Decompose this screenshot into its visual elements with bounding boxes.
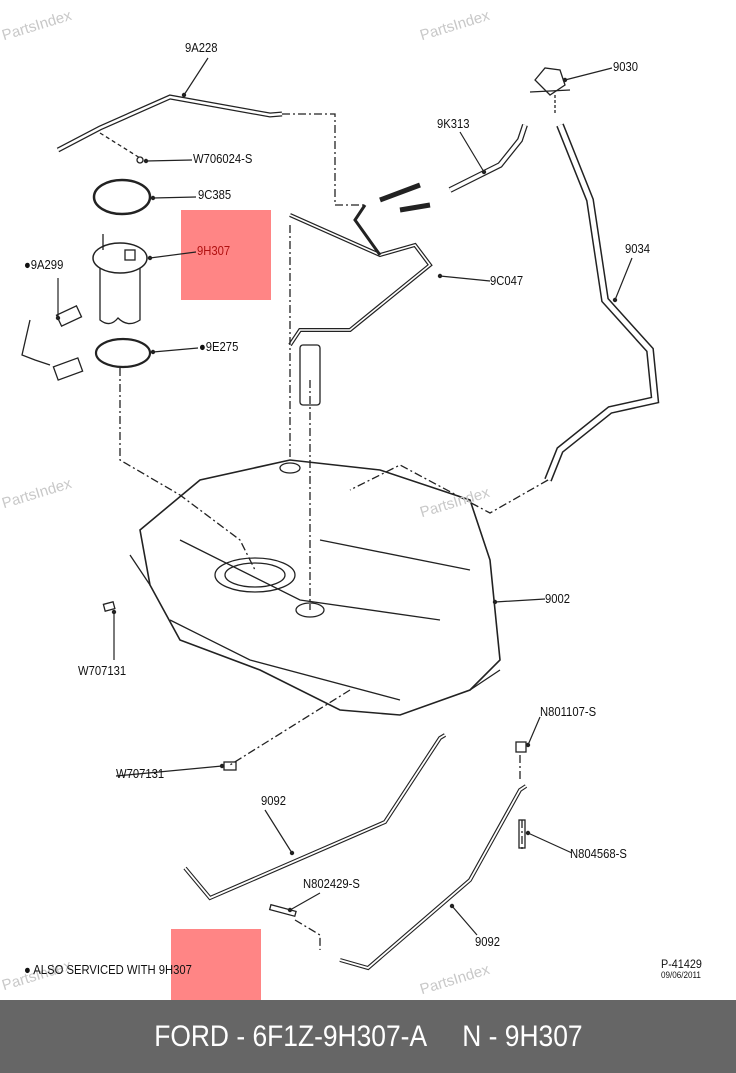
label-9092-left: 9092	[261, 794, 287, 808]
label-n804568-s: N804568-S	[570, 847, 627, 861]
label-9c385: 9C385	[198, 188, 232, 202]
strap-9092-left	[183, 733, 447, 901]
label-w706024-s: W706024-S	[193, 152, 253, 166]
label-9002: 9002	[545, 592, 571, 606]
vapor-tube-9c047	[288, 213, 433, 347]
filler-cap-9030	[529, 67, 571, 96]
label-9a299: ●9A299	[24, 258, 64, 272]
also-serviced-note: ● ALSO SERVICED WITH 9H307	[24, 963, 192, 977]
lock-ring-9c385	[92, 178, 152, 216]
label-w707131-lower: W707131	[116, 767, 165, 781]
highlight-9h307-callout	[181, 210, 271, 300]
label-w707131-upper: W707131	[78, 664, 127, 678]
fuel-system-diagram	[21, 57, 660, 971]
sender-9a299	[21, 305, 84, 381]
reference-number: P-41429	[661, 957, 702, 971]
fuel-pump-9h307	[92, 234, 148, 325]
reference-date: 09/06/2011	[661, 970, 701, 980]
highlight-note-9h307	[171, 929, 261, 1000]
label-9c047: 9C047	[490, 274, 524, 288]
fuel-tank-9002	[129, 459, 501, 716]
label-9034: 9034	[625, 242, 651, 256]
label-n802429-s: N802429-S	[303, 877, 360, 891]
fuel-line-9a228	[56, 94, 283, 153]
label-9a228: 9A228	[185, 41, 218, 55]
label-n801107-s: N801107-S	[540, 705, 597, 719]
label-9e275: ●9E275	[199, 340, 239, 354]
seal-9e275	[94, 337, 152, 369]
label-9030: 9030	[613, 60, 639, 74]
filler-pipe-9034	[544, 123, 660, 482]
part-number-text: FORD - 6F1Z-9H307-A N - 9H307	[153, 1019, 583, 1053]
label-9h307: 9H307	[197, 244, 231, 258]
part-number-footer: FORD - 6F1Z-9H307-A N - 9H307	[0, 1000, 736, 1073]
label-9k313: 9K313	[437, 117, 470, 131]
label-9092-right: 9092	[475, 935, 501, 949]
